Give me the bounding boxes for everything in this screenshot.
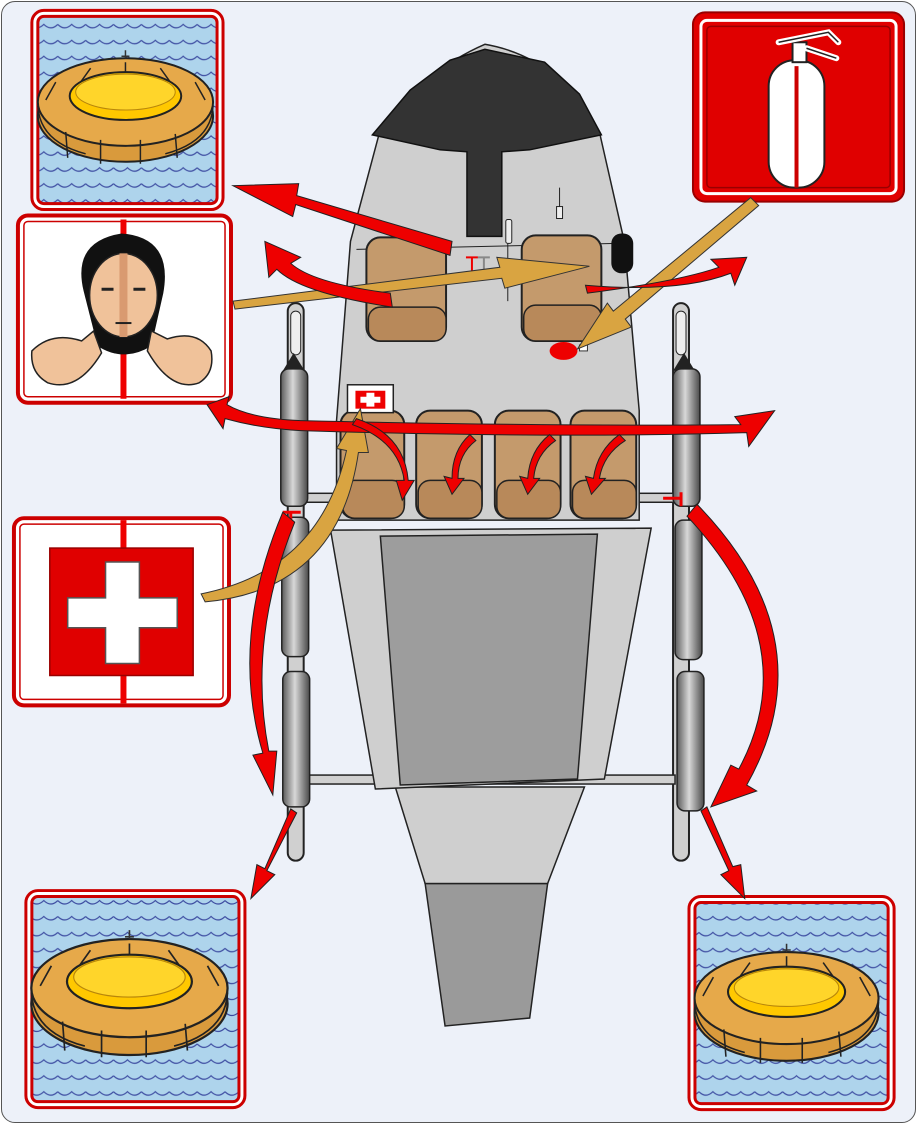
life-jacket-sign	[15, 213, 233, 405]
arrow-extinguisher-to-mount	[576, 196, 760, 350]
arrow-left-door-down	[249, 511, 296, 797]
helicopter	[280, 43, 705, 1027]
first-aid-kit-icon	[346, 384, 395, 414]
arrow-to-liferaft-bottom-left	[250, 808, 298, 900]
door-handle	[611, 233, 634, 274]
cockpit-roof	[371, 48, 603, 238]
liferaft-sign-bottom-left	[24, 889, 247, 1110]
liferaft-sign-bottom-right	[687, 895, 896, 1112]
arrow-to-liferaft-top	[231, 183, 453, 257]
arrow-lifejacket-to-seat	[232, 256, 590, 310]
fire-extinguisher-icon	[767, 29, 842, 189]
engine-deck	[379, 533, 599, 786]
cyclic-stick	[505, 219, 513, 244]
emergency-floats	[280, 352, 705, 812]
arrow-seat-right	[584, 256, 748, 294]
liferaft-sign-top-left	[30, 8, 225, 212]
life-jacket-icon	[30, 233, 213, 386]
first-aid-cross-icon	[66, 561, 178, 665]
arrow-rear-seats-lateral	[206, 395, 776, 448]
arrow-seat-left	[264, 240, 393, 308]
beacon-light	[549, 341, 578, 360]
first-aid-sign	[11, 516, 231, 708]
arrow-right-door-down	[686, 503, 779, 808]
tail-fin	[424, 882, 549, 1027]
fire-extinguisher-sign	[691, 11, 906, 203]
arrow-to-liferaft-bottom-right	[700, 806, 746, 900]
red-arrows	[206, 183, 779, 900]
tail-boom	[394, 786, 586, 885]
